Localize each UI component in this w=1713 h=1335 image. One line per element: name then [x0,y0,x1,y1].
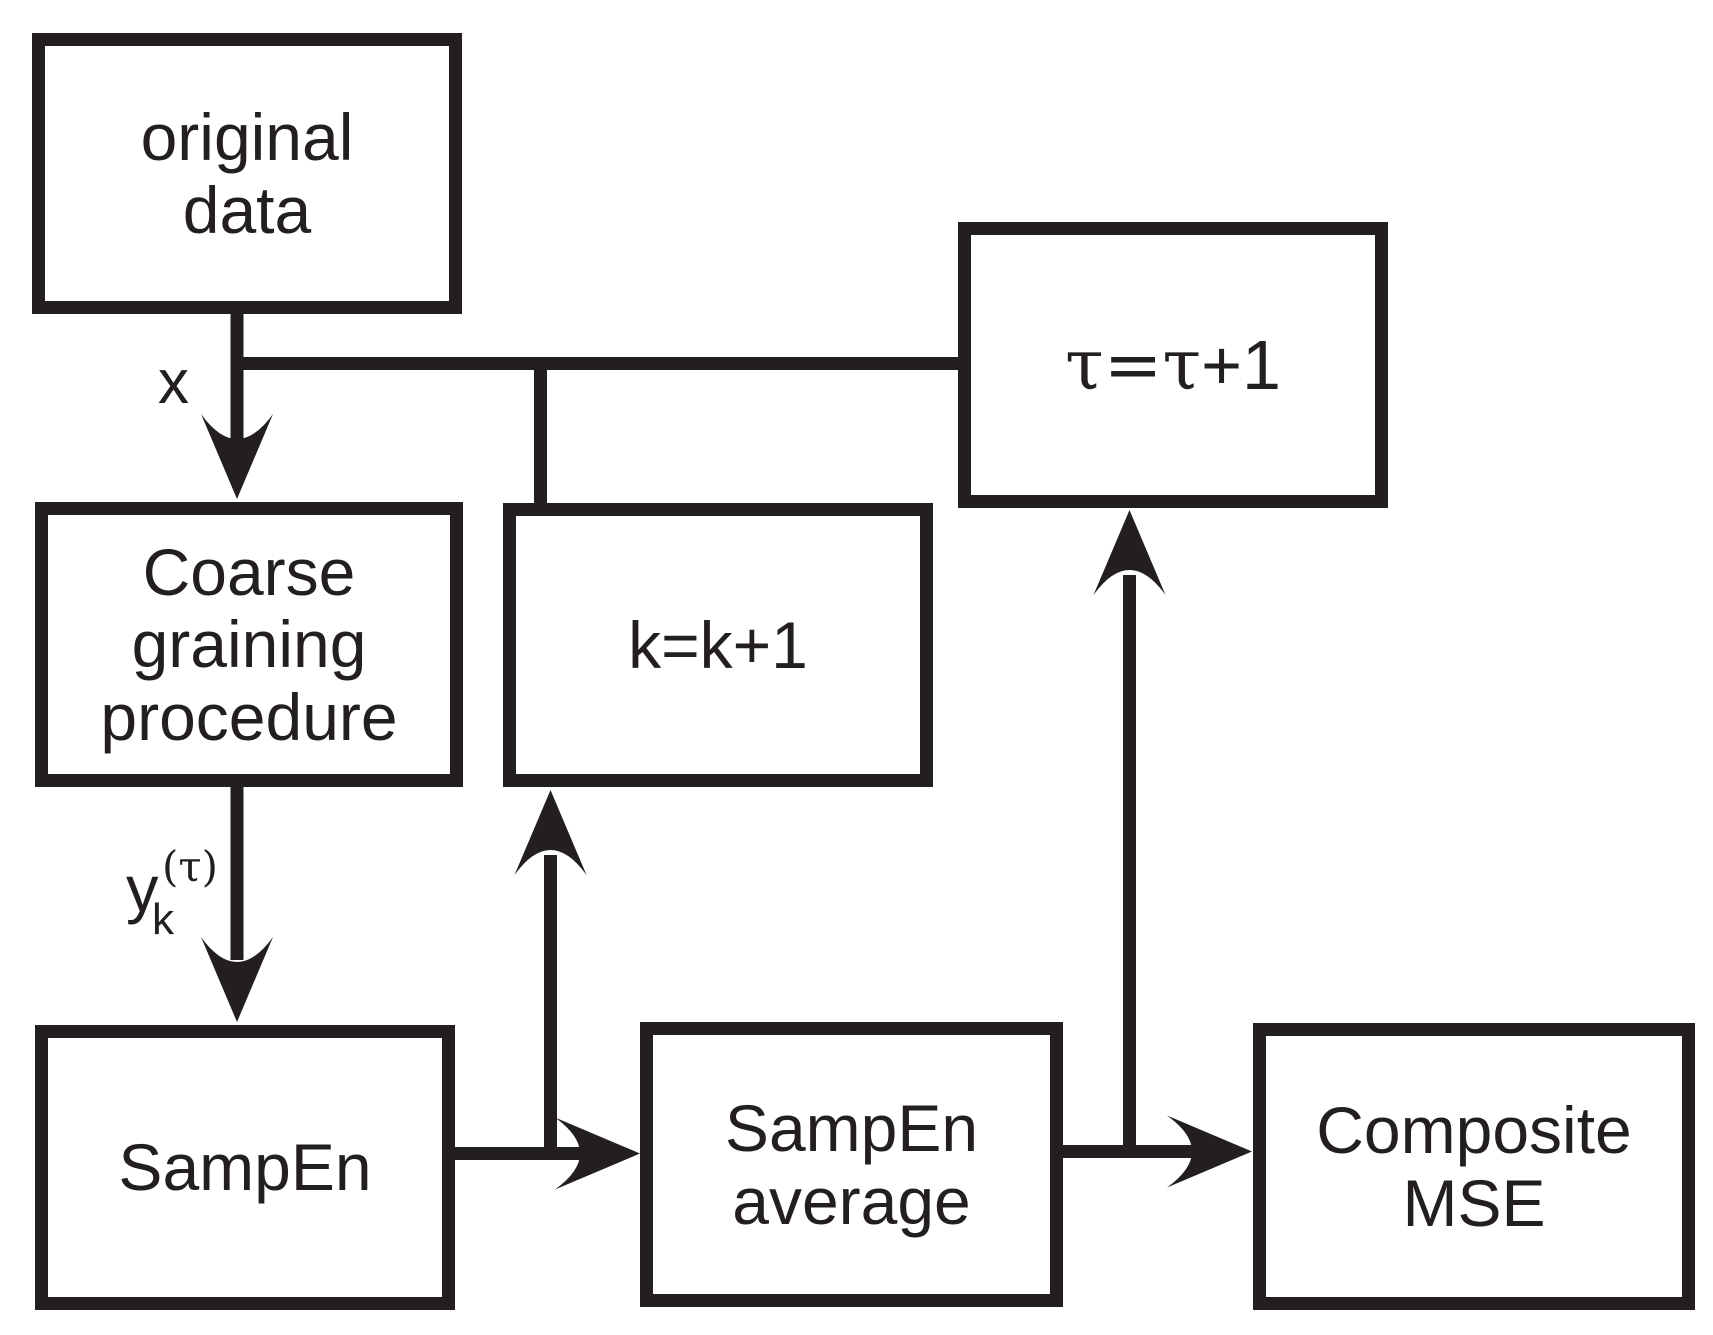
node-k-increment: k=k+1 [503,503,933,787]
node-original-data-label: original data [140,99,354,247]
edge-label-y-superscript: (τ) [162,842,219,891]
node-tau-increment-label: τ=τ+1 [1065,323,1281,406]
node-sampen-average: SampEn average [640,1022,1063,1307]
node-sampen-average-label: SampEn average [724,1090,979,1238]
node-original-data: original data [32,33,462,314]
arrowhead-into-k-icon [514,790,587,875]
node-coarse-graining-label: Coarse graining procedure [100,534,398,754]
edge-label-y-base: y [126,852,159,925]
node-tau-increment: τ=τ+1 [958,222,1388,508]
tau-plain-part: +1 [1201,325,1281,404]
node-sampen-label: SampEn [118,1130,372,1205]
node-sampen: SampEn [35,1025,455,1310]
arrowhead-into-coarse-icon [201,414,273,499]
tau-greek-part: τ=τ [1065,323,1202,406]
node-k-increment-label: k=k+1 [628,607,808,682]
edge-label-y-subscript: k [152,895,174,944]
node-coarse-graining: Coarse graining procedure [35,502,463,787]
arrowhead-into-average-icon [555,1117,640,1190]
arrowhead-into-sampen-icon [201,937,273,1022]
edge-label-x: x [158,348,189,417]
arrowhead-into-tau-icon [1093,510,1166,595]
node-composite-mse: Composite MSE [1253,1023,1695,1310]
node-composite-mse-label: Composite MSE [1316,1092,1632,1240]
arrowhead-into-mse-icon [1167,1115,1252,1188]
